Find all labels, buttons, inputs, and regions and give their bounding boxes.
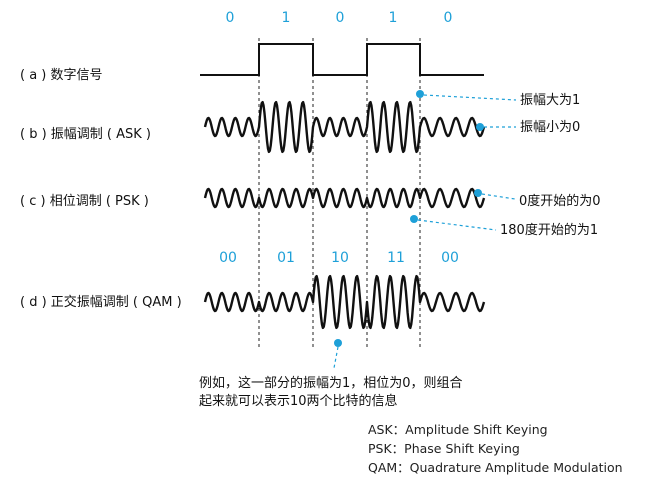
annotation-amp-low: 振幅小为0 [476,120,580,135]
annotation-phase-zero: 0度开始的为0 [474,189,601,209]
bit-label: 0 [226,10,235,26]
qam-waveform [203,274,486,330]
bit-label: 11 [387,250,405,266]
qam-note-line1: 例如，这一部分的振幅为1，相位为0，则组合 [199,375,463,391]
bit-label: 1 [389,10,398,26]
row-label-qam: ( d ) 正交振幅调制 ( QAM ) [20,294,182,310]
bit-labels-top: 0 1 0 1 0 [226,10,453,26]
annotation-text: 振幅大为1 [520,93,580,108]
bit-label: 1 [282,10,291,26]
row-label-psk: ( c ) 相位调制 ( PSK ) [20,194,149,209]
annotation-text: 0度开始的为0 [519,193,601,209]
leader-line [333,346,339,369]
leader-line [423,94,517,101]
bit-label: 10 [331,250,349,266]
glossary: ASK：Amplitude Shift Keying PSK：Phase Shi… [368,422,623,475]
bit-label: 01 [277,250,295,266]
row-label-ask: ( b ) 振幅调制 ( ASK ) [20,127,151,142]
glossary-qam: QAM：Quadrature Amplitude Modulation [368,460,623,475]
annotation-amp-high: 振幅大为1 [416,90,580,108]
marker-dot [416,90,424,98]
annotation-text: 180度开始的为1 [500,222,598,238]
glossary-psk: PSK：Phase Shift Keying [368,441,520,456]
psk-waveform [203,187,486,209]
row-label-digital: ( a ) 数字信号 [20,68,103,83]
marker-dot [410,215,418,223]
leader-line [481,193,516,200]
digital-signal [200,43,484,76]
marker-dot [476,123,484,131]
bit-label: 00 [441,250,459,266]
qam-note-line2: 起来就可以表示10两个比特的信息 [199,393,398,409]
annotation-phase-180: 180度开始的为1 [410,215,598,238]
bit-label: 00 [219,250,237,266]
bit-label: 0 [336,10,345,26]
ask-waveform [203,100,486,154]
marker-dot [334,339,342,347]
glossary-ask: ASK：Amplitude Shift Keying [368,422,548,437]
marker-dot [474,189,482,197]
bit-label: 0 [444,10,453,26]
bit-labels-qam: 00 01 10 11 00 [219,250,459,266]
annotation-qam: 例如，这一部分的振幅为1，相位为0，则组合 起来就可以表示10两个比特的信息 [199,339,463,409]
leader-line [417,219,497,231]
annotation-text: 振幅小为0 [520,120,580,135]
